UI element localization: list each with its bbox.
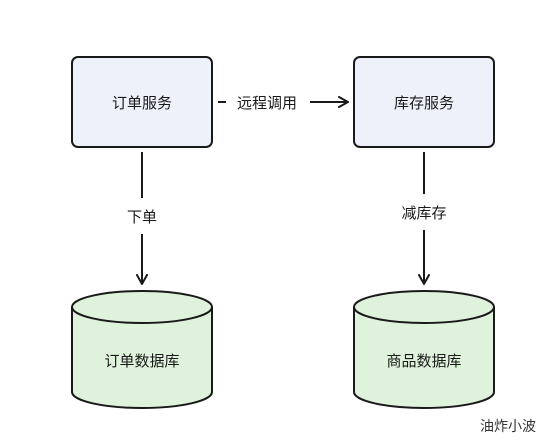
product-db-body (353, 307, 495, 409)
place-order-label: 下单 (127, 208, 157, 226)
product-db-top (353, 290, 495, 324)
order-db-top (71, 290, 213, 324)
inventory-service-box (353, 56, 495, 148)
deduct-stock-edge: 减库存 (401, 152, 447, 285)
watermark-text: 油炸小波 (480, 419, 536, 435)
product-db-label: 商品数据库 (386, 352, 461, 370)
order-service-label: 订单服务 (112, 94, 172, 112)
deduct-stock-label: 减库存 (401, 204, 446, 222)
order-db-node: 订单数据库 (71, 290, 213, 409)
order-service-box (71, 56, 213, 148)
place-order-edge: 下单 (127, 152, 157, 285)
order-service-node: 订单服务 (71, 56, 213, 148)
order-db-body (71, 307, 213, 409)
remote-call-label: 远程调用 (237, 94, 297, 112)
inventory-service-label: 库存服务 (394, 94, 454, 112)
order-db-label: 订单数据库 (104, 352, 179, 370)
product-db-node: 商品数据库 (353, 290, 495, 409)
inventory-service-node: 库存服务 (353, 56, 495, 148)
remote-call-edge: 远程调用 (218, 94, 349, 112)
